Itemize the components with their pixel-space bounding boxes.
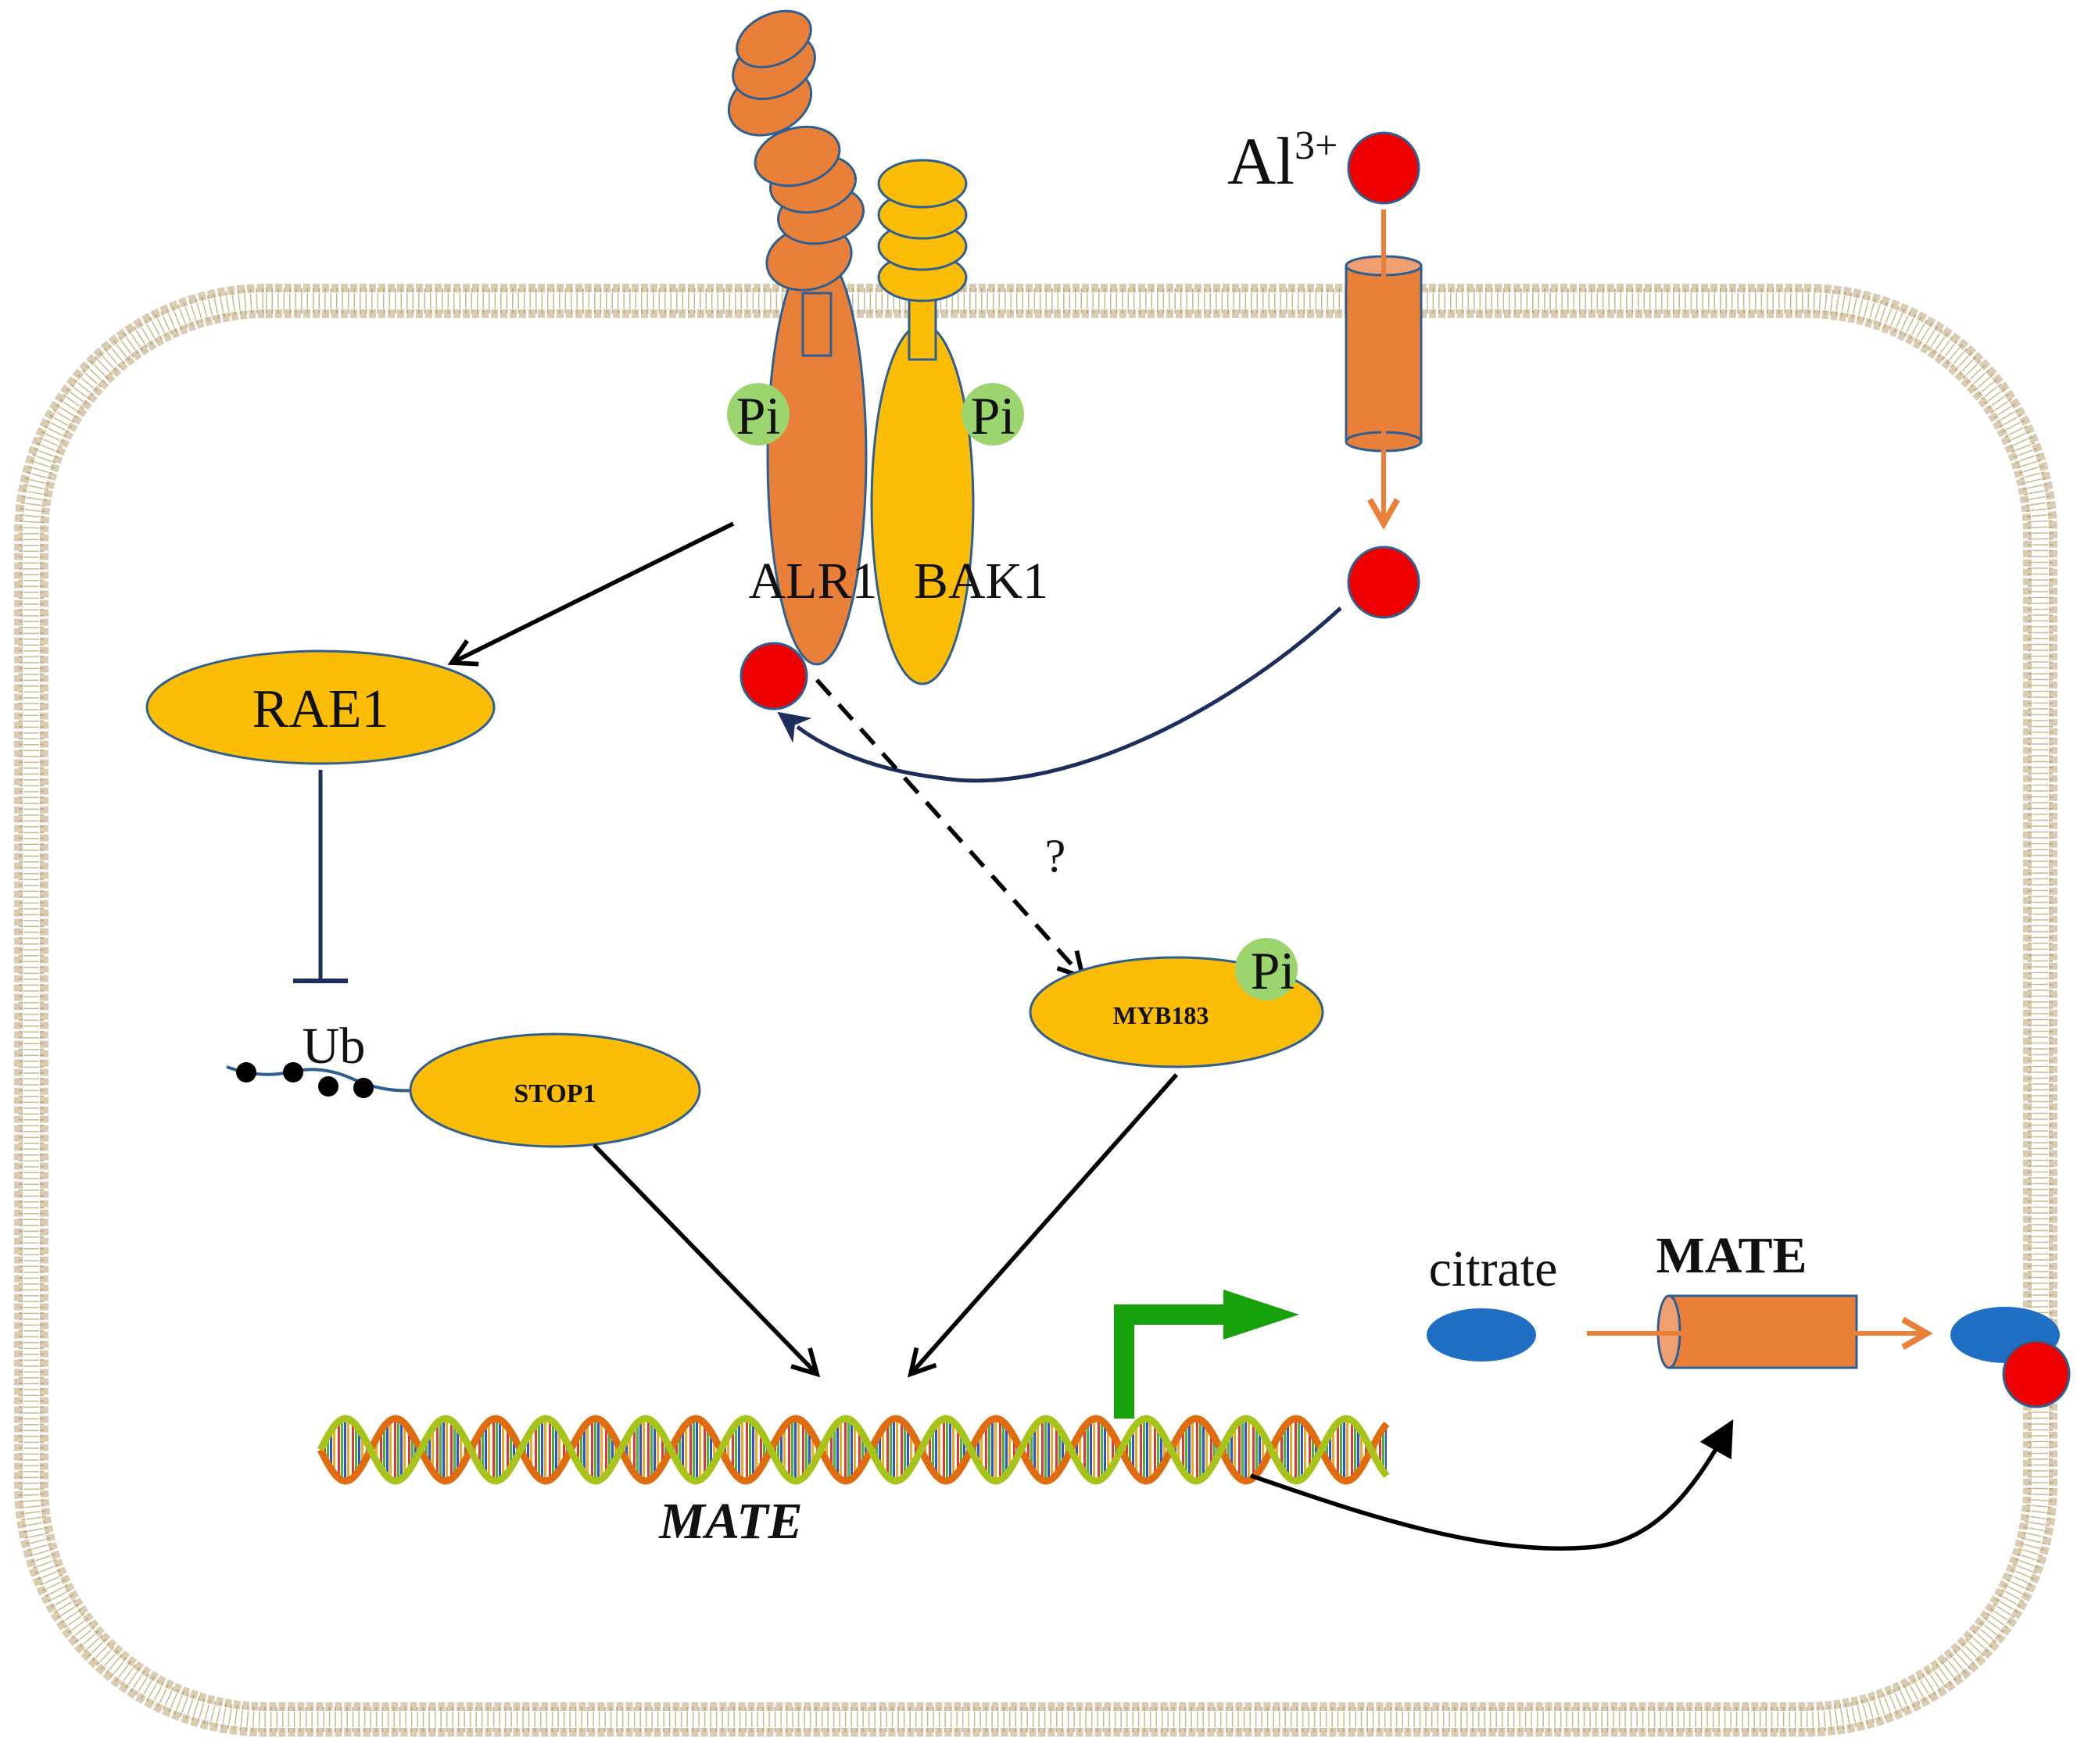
phosphate-label: Pi xyxy=(1251,941,1295,1000)
dna-strand-a xyxy=(317,1415,1390,1485)
citrate-label: citrate xyxy=(1429,1240,1558,1297)
bak1-lrr-domain xyxy=(877,159,968,209)
myb183-to-mate-arrow xyxy=(908,1073,1179,1378)
alr1-receptor xyxy=(727,9,868,666)
al-ion-extracellular xyxy=(1347,131,1420,205)
rae1-protein: RAE1 xyxy=(145,649,496,765)
al-ion-label: Al3+ xyxy=(1227,123,1338,199)
phosphate-label: Pi xyxy=(971,386,1015,445)
rae1-body xyxy=(145,649,496,765)
alr1-to-myb183-dashed-arrow xyxy=(815,678,1087,981)
stop1-to-mate-arrow xyxy=(593,1143,821,1378)
rae1-label: RAE1 xyxy=(252,679,389,739)
promoter-arrow-head xyxy=(1223,1290,1299,1340)
expression-to-transporter-arrow xyxy=(1250,1419,1734,1551)
stop1-protein: STOP1 xyxy=(409,1032,701,1148)
cell-membrane xyxy=(14,284,2057,1737)
bak1-body xyxy=(870,323,975,685)
ubiquitin-label: Ub xyxy=(303,1018,366,1075)
alr1-lrr-domain xyxy=(754,125,841,188)
al-ion-chelated xyxy=(2002,1340,2071,1408)
ubiquitin-unit xyxy=(236,1062,256,1082)
al-citrate-complex xyxy=(1950,1307,2071,1408)
membrane-inner xyxy=(23,292,2049,1728)
unknown-link-label: ? xyxy=(1045,830,1066,882)
promoter-arrow-stem xyxy=(1114,1304,1231,1419)
myb183-label: MYB183 xyxy=(1113,1001,1209,1029)
ubiquitin-chain: Ub xyxy=(226,1018,415,1098)
phosphate-myb183: Pi xyxy=(1235,938,1298,1000)
stop1-body xyxy=(409,1032,701,1148)
alr1-to-rae1-arrow xyxy=(447,521,735,667)
transcription-start-arrow xyxy=(1114,1290,1299,1419)
ubiquitin-unit xyxy=(283,1062,303,1082)
alr1-stalk xyxy=(801,292,833,357)
stop1-label: STOP1 xyxy=(514,1079,596,1108)
dna-base-pairs xyxy=(321,1419,1387,1481)
alr1-label: ALR1 xyxy=(749,553,878,610)
al-ion-bound-alr1 xyxy=(740,642,808,710)
citrate-molecule xyxy=(1427,1308,1536,1361)
ubiquitin-unit xyxy=(318,1076,338,1097)
ubiquitin-unit xyxy=(353,1078,374,1098)
bak1-stalk xyxy=(908,295,937,361)
phosphate-bak1: Pi xyxy=(962,383,1024,445)
phosphate-alr1: Pi xyxy=(727,383,790,445)
mate-gene-label: MATE xyxy=(658,1493,802,1550)
phosphate-circle xyxy=(1235,938,1298,1000)
phosphate-circle xyxy=(962,383,1024,445)
phosphate-circle xyxy=(727,383,790,445)
bak1-receptor xyxy=(870,159,975,685)
mate-gene-dna xyxy=(317,1415,1390,1485)
dna-strand-b xyxy=(317,1415,1390,1485)
phosphate-label: Pi xyxy=(736,386,781,445)
bak1-label: BAK1 xyxy=(914,553,1048,610)
al-to-alr1-arrow xyxy=(777,606,1342,783)
al-ion-intracellular xyxy=(1347,546,1420,619)
ubiquitin-linker xyxy=(226,1065,415,1093)
mate-transporter-label: MATE xyxy=(1656,1227,1807,1284)
alr1-lrr-domain xyxy=(736,9,812,69)
